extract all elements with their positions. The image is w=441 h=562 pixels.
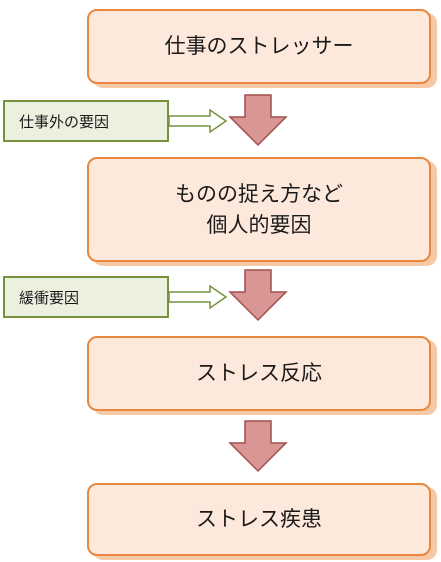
side-factor-buffer-label: 緩衝要因 xyxy=(19,288,80,307)
box-stress-response: ストレス反応 xyxy=(87,336,431,411)
side-factor-outside-work: 仕事外の要因 xyxy=(3,100,169,142)
right-arrow-buffer xyxy=(168,284,228,310)
box-personal-factors: ものの捉え方など 個人的要因 xyxy=(87,157,431,262)
side-factor-buffer: 緩衝要因 xyxy=(3,276,169,318)
side-factor-outside-work-label: 仕事外の要因 xyxy=(19,112,110,131)
box-personal-factors-line2: 個人的要因 xyxy=(206,212,312,237)
down-arrow-1 xyxy=(228,94,288,147)
box-stress-disease-label: ストレス疾患 xyxy=(196,507,322,532)
right-arrow-outside-work xyxy=(168,108,228,134)
box-work-stressor-label: 仕事のストレッサー xyxy=(164,34,354,59)
box-stress-response-label: ストレス反応 xyxy=(196,361,322,386)
box-personal-factors-line1: ものの捉え方など xyxy=(175,182,343,207)
box-work-stressor: 仕事のストレッサー xyxy=(87,9,431,84)
box-stress-disease: ストレス疾患 xyxy=(87,483,431,556)
down-arrow-2 xyxy=(228,269,288,322)
down-arrow-3 xyxy=(228,420,288,473)
